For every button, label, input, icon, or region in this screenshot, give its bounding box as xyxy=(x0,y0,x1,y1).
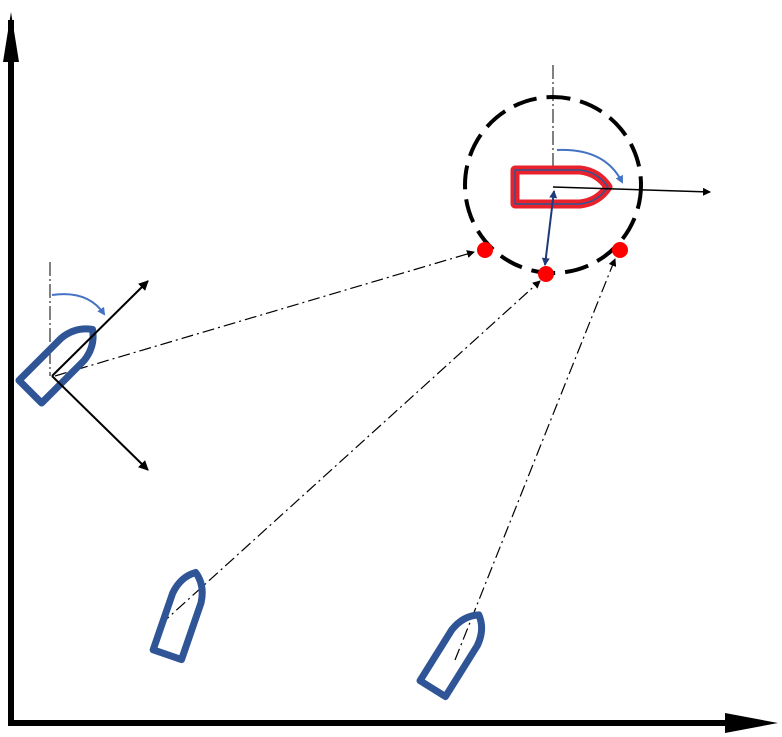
waypoints xyxy=(477,242,628,282)
boat-icon xyxy=(15,325,97,407)
x-axis-arrowhead xyxy=(725,713,778,733)
target-heading-arc xyxy=(556,148,623,184)
offset-arrow xyxy=(541,190,558,266)
ship-bottom-right xyxy=(416,611,486,701)
ship-bottom-left xyxy=(149,568,206,664)
left-ship-axis-side xyxy=(51,375,149,471)
waypoint-right xyxy=(612,242,628,258)
axes xyxy=(3,12,778,733)
boat-icon xyxy=(416,611,486,701)
guide-line-bottom-right xyxy=(454,258,617,661)
guide-line-left xyxy=(54,250,475,377)
left-ship-axis-forward xyxy=(51,280,149,377)
waypoint-left xyxy=(477,242,493,258)
guide-lines xyxy=(54,250,617,661)
left-ship-heading-arc xyxy=(51,293,106,316)
target-heading-arrow xyxy=(552,186,711,196)
waypoint-bottom xyxy=(538,266,554,282)
guide-line-bottom-left xyxy=(159,280,541,626)
y-axis-arrowhead xyxy=(3,12,19,62)
ship-left xyxy=(15,325,97,407)
boat-icon xyxy=(149,568,206,664)
